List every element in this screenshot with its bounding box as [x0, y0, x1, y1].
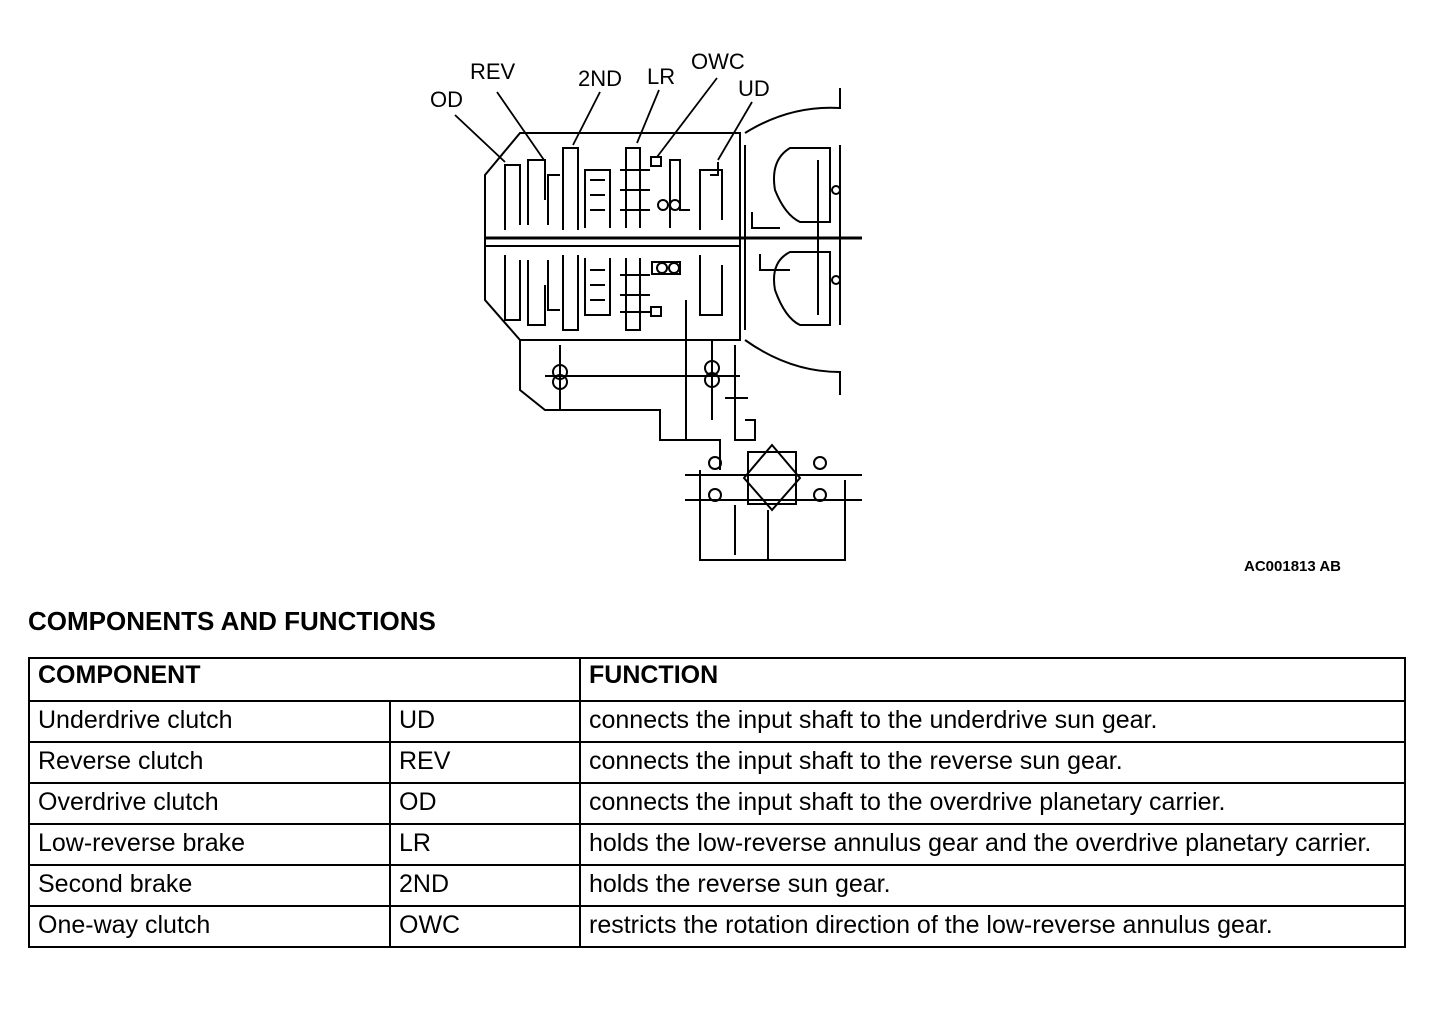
- component-name: Underdrive clutch: [28, 700, 391, 743]
- component-abbr: UD: [389, 700, 581, 743]
- component-name: Overdrive clutch: [28, 782, 391, 825]
- label-ud: UD: [738, 76, 770, 101]
- differential: [685, 443, 862, 561]
- table-row: Second brake 2ND holds the reverse sun g…: [28, 864, 1406, 907]
- label-rev: REV: [470, 59, 516, 84]
- component-function: connects the input shaft to the overdriv…: [579, 782, 1406, 825]
- component-function: connects the input shaft to the underdri…: [579, 700, 1406, 743]
- label-owc: OWC: [691, 49, 745, 74]
- component-name: One-way clutch: [28, 905, 391, 948]
- header-function: FUNCTION: [579, 657, 1406, 702]
- figure-code: AC001813 AB: [1244, 558, 1341, 575]
- component-name: Reverse clutch: [28, 741, 391, 784]
- label-2nd: 2ND: [578, 66, 622, 91]
- component-abbr: REV: [389, 741, 581, 784]
- table-row: Reverse clutch REV connects the input sh…: [28, 741, 1406, 784]
- component-function: holds the reverse sun gear.: [579, 864, 1406, 907]
- component-function: restricts the rotation direction of the …: [579, 905, 1406, 948]
- component-abbr: 2ND: [389, 864, 581, 907]
- torque-converter-housing: [744, 88, 841, 395]
- component-name: Second brake: [28, 864, 391, 907]
- table-row: Low-reverse brake LR holds the low-rever…: [28, 823, 1406, 866]
- upper-clutch-packs: [504, 147, 723, 230]
- component-function: holds the low-reverse annulus gear and t…: [579, 823, 1406, 866]
- table-header-row: COMPONENT FUNCTION: [28, 657, 1406, 702]
- components-table: COMPONENT FUNCTION Underdrive clutch UD …: [28, 657, 1406, 948]
- label-lr: LR: [647, 64, 675, 89]
- leader-lines: [454, 77, 753, 163]
- component-name: Low-reverse brake: [28, 823, 391, 866]
- transmission-schematic: OD REV 2ND LR OWC UD: [430, 49, 862, 561]
- component-abbr: OD: [389, 782, 581, 825]
- converter-turbine: [773, 251, 831, 326]
- lower-clutch-packs: [504, 255, 723, 440]
- label-od: OD: [430, 87, 463, 112]
- component-abbr: OWC: [389, 905, 581, 948]
- transfer-gears: [519, 340, 756, 470]
- component-function: connects the input shaft to the reverse …: [579, 741, 1406, 784]
- converter-impeller: [773, 147, 831, 223]
- table-row: Overdrive clutch OD connects the input s…: [28, 782, 1406, 825]
- component-abbr: LR: [389, 823, 581, 866]
- header-component: COMPONENT: [28, 657, 581, 702]
- table-row: Underdrive clutch UD connects the input …: [28, 700, 1406, 743]
- table-row: One-way clutch OWC restricts the rotatio…: [28, 905, 1406, 948]
- section-heading: COMPONENTS AND FUNCTIONS: [28, 606, 436, 636]
